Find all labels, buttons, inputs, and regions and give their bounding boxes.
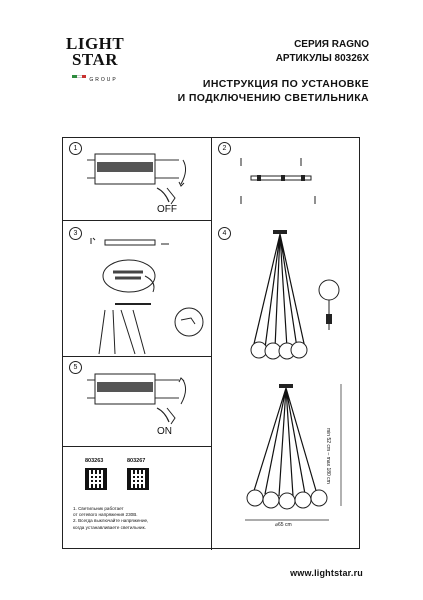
title-line-2: И ПОДКЛЮЧЕНИЮ СВЕТИЛЬНИКА bbox=[177, 92, 369, 104]
breaker-panel-off-illustration bbox=[87, 153, 187, 205]
note-line-4: когда устанавливаете светильник. bbox=[73, 524, 146, 530]
step-1-number: 1 bbox=[69, 142, 82, 155]
italian-flag-icon bbox=[72, 75, 87, 79]
note-line-1: 1. Светильник работает bbox=[73, 506, 124, 511]
series-block: СЕРИЯ RAGNO АРТИКУЛЫ 80326X bbox=[276, 38, 369, 66]
on-label: ON bbox=[157, 426, 172, 437]
instruction-sheet: 1 2 3 4 5 OFF bbox=[62, 137, 360, 550]
canopy-wiring-illustration bbox=[90, 237, 204, 355]
divider-2 bbox=[63, 356, 211, 357]
article-code-right: 803267 bbox=[127, 458, 146, 464]
height-dimension: min 52 cm – max 180 cm bbox=[325, 428, 331, 484]
qr-code-right[interactable] bbox=[127, 468, 149, 490]
diameter-dimension: ⌀65 cm bbox=[275, 522, 292, 528]
breaker-panel-on-illustration bbox=[87, 373, 187, 425]
series-name: СЕРИЯ RAGNO bbox=[294, 39, 369, 50]
off-label: OFF bbox=[157, 204, 177, 215]
safety-notes: 1. Светильник работает от сетевого напря… bbox=[73, 506, 209, 531]
vertical-divider bbox=[211, 138, 212, 550]
logo-group: GROUP bbox=[89, 77, 118, 83]
document-title: ИНСТРУКЦИЯ ПО УСТАНОВКЕ И ПОДКЛЮЧЕНИЮ СВ… bbox=[178, 77, 369, 105]
step-2-number: 2 bbox=[218, 142, 231, 155]
logo-line-2: STAR bbox=[71, 50, 119, 69]
title-line-1: ИНСТРУКЦИЯ ПО УСТАНОВКЕ bbox=[202, 78, 369, 90]
divider-3 bbox=[63, 446, 211, 447]
note-line-3: 2. Всегда выключайте напряжение, bbox=[73, 518, 149, 524]
divider-1 bbox=[63, 220, 211, 221]
step-4-number: 4 bbox=[218, 227, 231, 240]
qr-code-left[interactable] bbox=[85, 468, 107, 490]
article-numbers: АРТИКУЛЫ 80326X bbox=[275, 53, 369, 64]
website-link[interactable]: www.lightstar.ru bbox=[290, 568, 363, 578]
step-5-number: 5 bbox=[69, 361, 82, 374]
chandelier-cable-adjustment-illustration bbox=[250, 230, 340, 360]
article-code-left: 803263 bbox=[85, 458, 104, 464]
logo-line-1: LIGHT bbox=[66, 34, 125, 53]
mounting-bracket-illustration bbox=[240, 158, 316, 204]
step-3-number: 3 bbox=[69, 227, 82, 240]
note-line-2: от сетевого напряжения 230В. bbox=[73, 512, 138, 518]
lightstar-logo: LIGHT STAR GROUP bbox=[66, 34, 125, 86]
chandelier-dimension-drawing bbox=[245, 384, 342, 521]
